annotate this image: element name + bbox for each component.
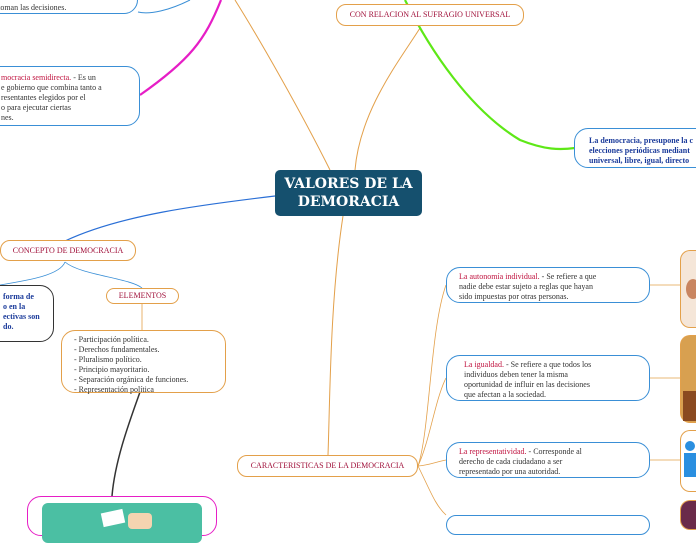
caracteristicas-node[interactable]: CARACTERISTICAS DE LA DEMOCRACIA <box>237 455 418 477</box>
root-title-line1: VALORES DE LA <box>275 175 422 193</box>
sufragio-node[interactable]: CON RELACION AL SUFRAGIO UNIVERSAL <box>336 4 524 26</box>
igualdad-title: La igualdad. <box>464 360 504 369</box>
caracteristicas-label: CARACTERISTICAS DE LA DEMOCRACIA <box>251 461 405 470</box>
representatividad-line2: derecho de cada ciudadano a ser <box>459 457 641 467</box>
elementos-item-2: - Derechos fundamentales. <box>74 345 217 355</box>
elementos-item-3: - Pluralismo político. <box>74 355 217 365</box>
semidirecta-node[interactable]: mocracia semidirecta. - Es un e gobierno… <box>0 66 140 126</box>
autonomia-node[interactable]: La autonomía individual. - Se refiere a … <box>446 267 650 303</box>
igualdad-line1: - Se refiere a que todos los <box>504 360 591 369</box>
elementos-list[interactable]: - Participación política. - Derechos fun… <box>61 330 226 393</box>
sufragio-label: CON RELACION AL SUFRAGIO UNIVERSAL <box>350 10 511 19</box>
igualdad-line3: oportunidad de influir en las decisiones <box>464 380 641 390</box>
decisiones-text: s toman las decisiones. <box>0 3 66 12</box>
sufragio-detail-line2: elecciones periódicas mediant <box>589 146 696 156</box>
autonomia-line3: sido impuestas por otras personas. <box>459 292 641 302</box>
root-topic[interactable]: VALORES DE LA DEMORACIA <box>275 170 422 216</box>
elementos-label: ELEMENTOS <box>119 291 166 300</box>
autonomia-line1: - Se refiere a que <box>540 272 597 281</box>
autonomia-title: La autonomía individual. <box>459 272 540 281</box>
representatividad-line3: representado por una autoridad. <box>459 467 641 477</box>
concepto-line4: do. <box>3 322 45 332</box>
semidirecta-line2: e gobierno que combina tanto a <box>1 83 131 93</box>
elementos-item-6: - Representación política <box>74 385 217 395</box>
representatividad-line1: - Corresponde al <box>527 447 582 456</box>
concepto-line3: ectivas son <box>3 312 45 322</box>
igualdad-line4: que afectan a la sociedad. <box>464 390 641 400</box>
sufragio-detail-line3: universal, libre, igual, directo <box>589 156 696 166</box>
semidirecta-line4: o para ejecutar ciertas <box>1 103 131 113</box>
elementos-item-1: - Participación política. <box>74 335 217 345</box>
semidirecta-line5: nes. <box>1 113 131 123</box>
igualdad-line2: individuos deben tener la misma <box>464 370 641 380</box>
elementos-item-4: - Principio mayoritario. <box>74 365 217 375</box>
concepto-line2: o en la <box>3 302 45 312</box>
igualdad-node[interactable]: La igualdad. - Se refiere a que todos lo… <box>446 355 650 401</box>
semidirecta-rest: - Es un <box>71 73 96 82</box>
semidirecta-title: mocracia semidirecta. <box>1 73 71 82</box>
sufragio-detail-node[interactable]: La democracia, presupone la c elecciones… <box>574 128 696 168</box>
representatividad-title: La representatividad. <box>459 447 527 456</box>
voting-image-node[interactable] <box>27 496 217 536</box>
decisiones-node[interactable]: s toman las decisiones. <box>0 0 138 14</box>
caracteristica-4-image <box>680 500 696 530</box>
concepto-label: CONCEPTO DE DEMOCRACIA <box>13 246 124 255</box>
root-title-line2: DEMORACIA <box>275 193 422 211</box>
igualdad-image <box>680 335 696 423</box>
concepto-definition-node[interactable]: forma de o en la ectivas son do. <box>0 285 54 342</box>
autonomia-line2: nadie debe estar sujeto a reglas que hay… <box>459 282 641 292</box>
ballot-box-image <box>42 503 202 543</box>
representatividad-node[interactable]: La representatividad. - Corresponde al d… <box>446 442 650 478</box>
elementos-item-5: - Separación orgánica de funciones. <box>74 375 217 385</box>
concepto-node[interactable]: CONCEPTO DE DEMOCRACIA <box>0 240 136 261</box>
autonomia-image <box>680 250 696 328</box>
semidirecta-line3: resentantes elegidos por el <box>1 93 131 103</box>
caracteristica-4-node[interactable] <box>446 515 650 535</box>
concepto-line1: forma de <box>3 292 45 302</box>
elementos-node[interactable]: ELEMENTOS <box>106 288 179 304</box>
representatividad-image <box>680 430 696 492</box>
sufragio-detail-line1: La democracia, presupone la c <box>589 136 696 146</box>
